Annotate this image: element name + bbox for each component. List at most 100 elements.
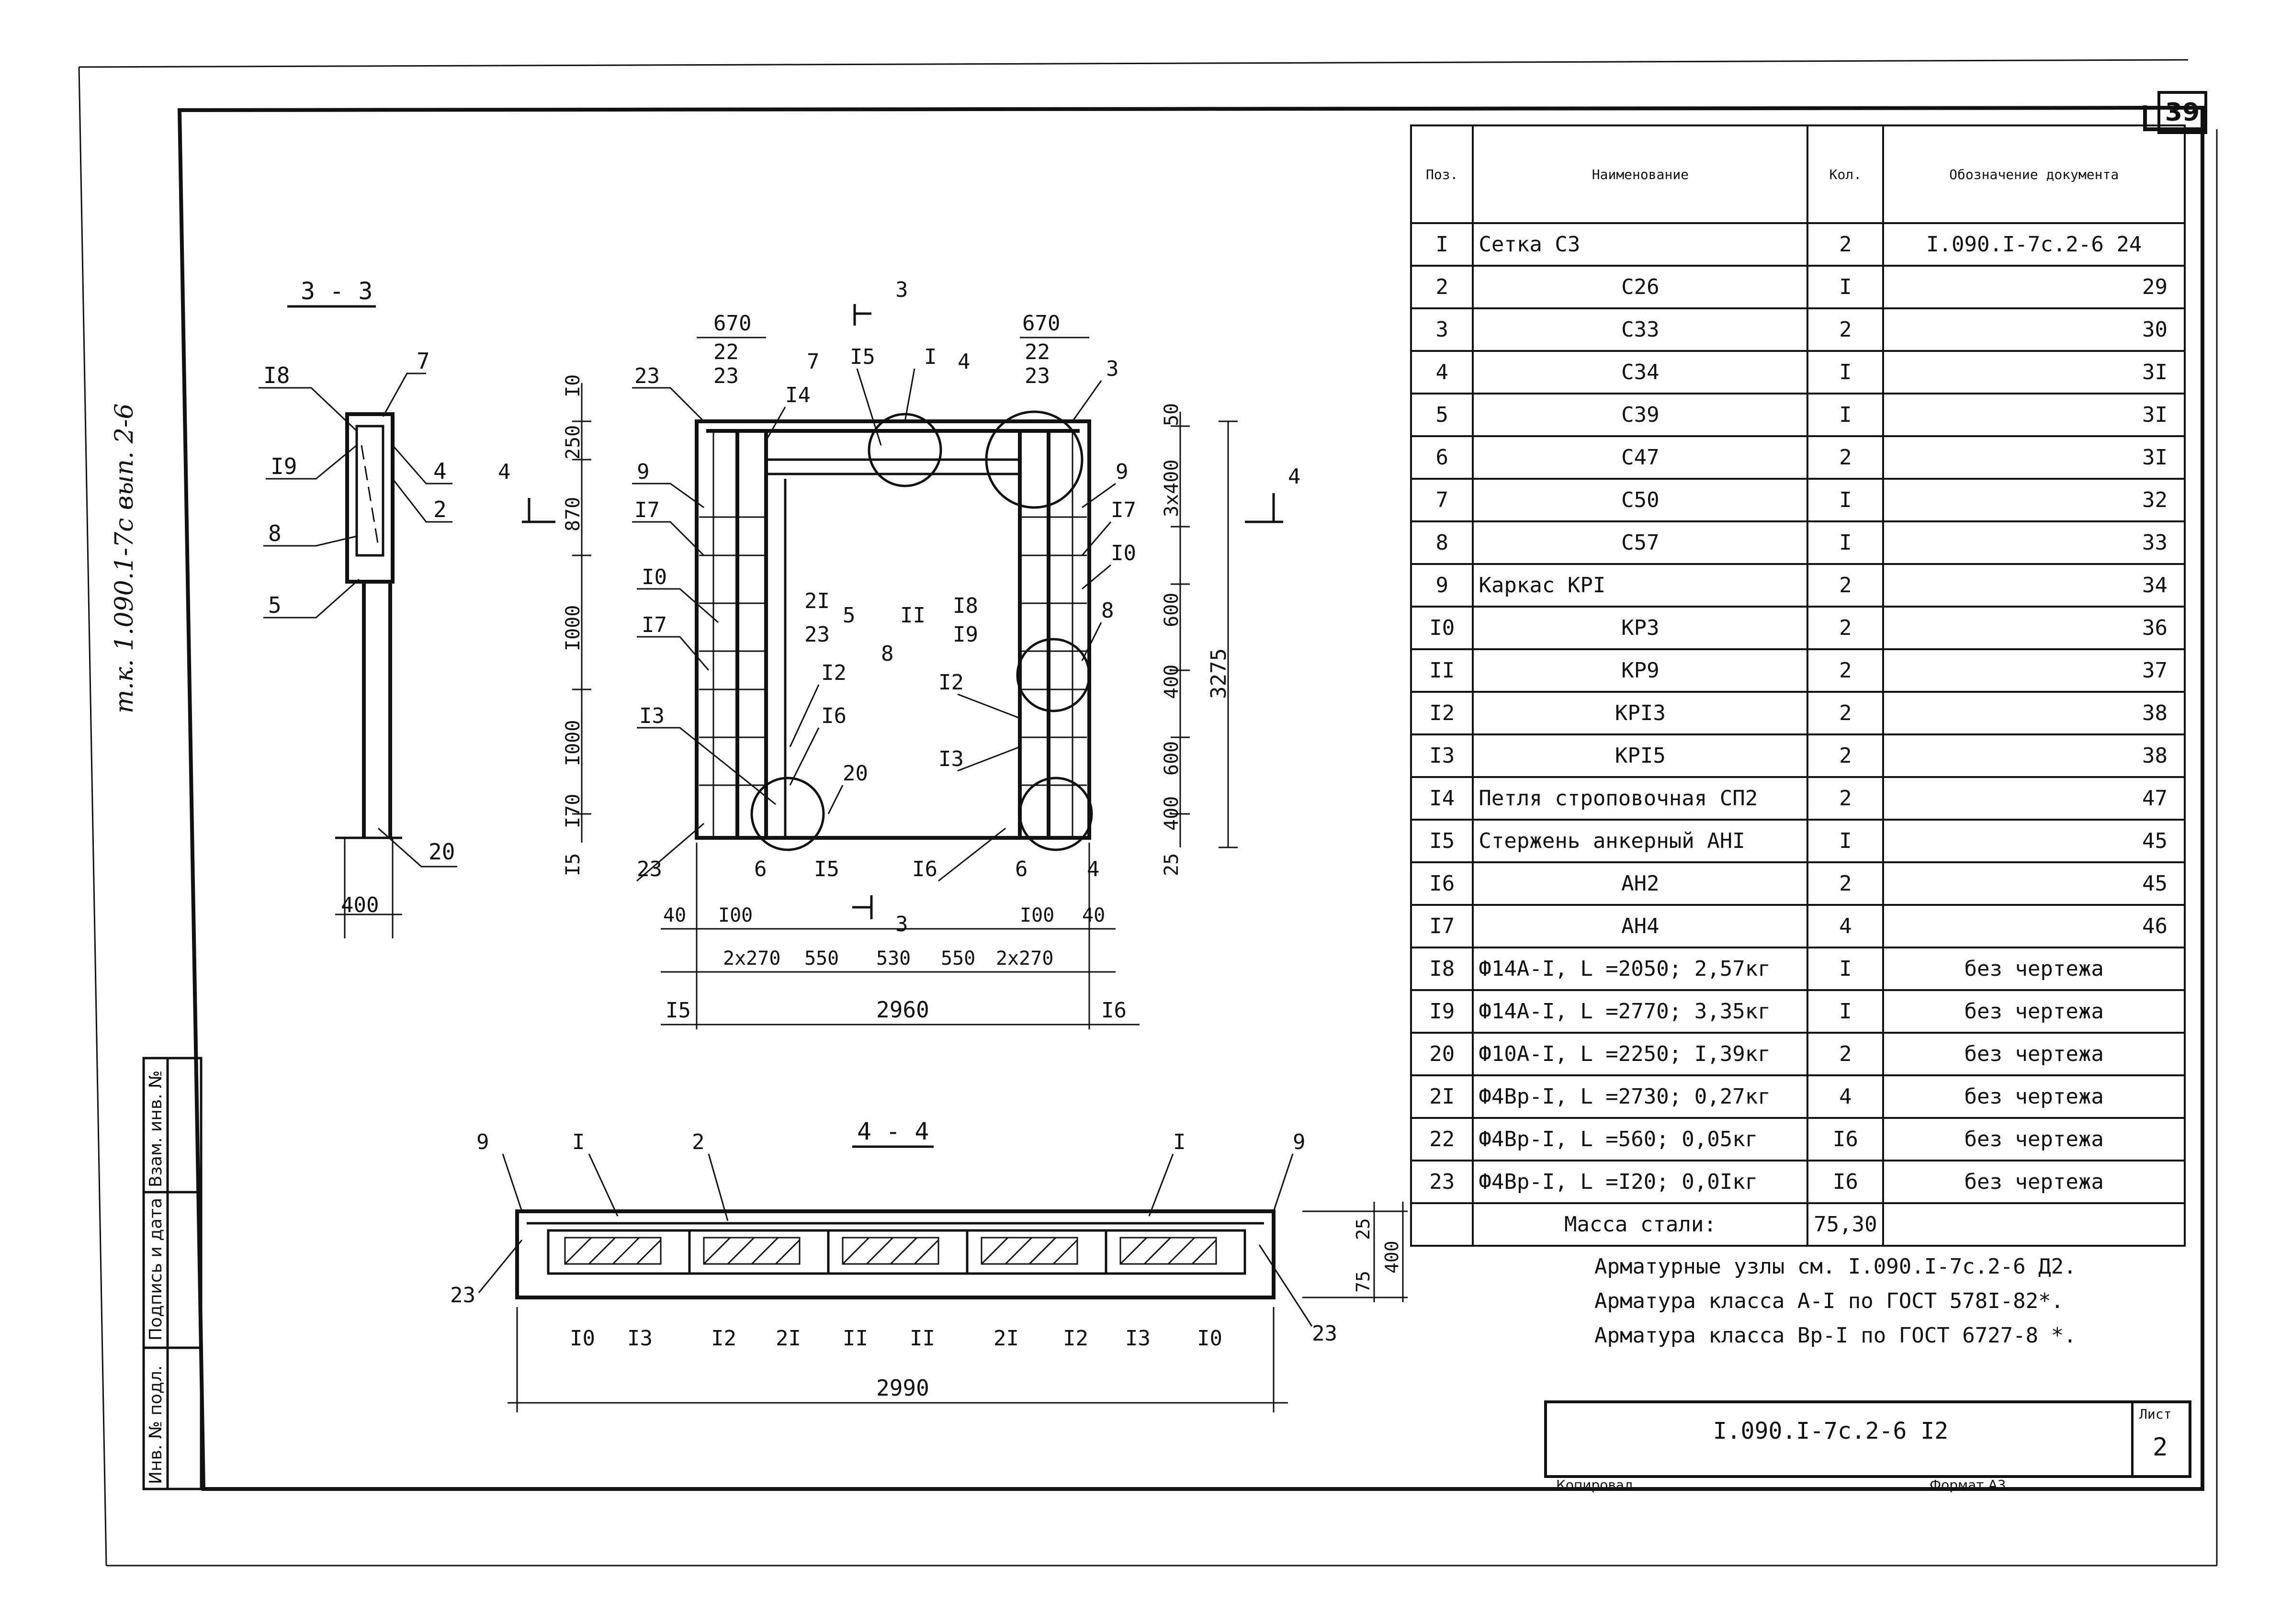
sheet-label: Лист: [2139, 1406, 2172, 1422]
svg-text:I2: I2: [938, 670, 964, 695]
spec-qty: I: [1807, 478, 1885, 522]
spec-qty: 2: [1807, 222, 1885, 267]
svg-text:I7: I7: [642, 613, 667, 637]
svg-text:6: 6: [754, 857, 767, 881]
hatch-blocks: [564, 1237, 1217, 1265]
svg-text:II: II: [900, 603, 926, 628]
spec-qty: 2: [1807, 1032, 1885, 1076]
spec-pos: 6: [1410, 435, 1474, 480]
svg-text:I3: I3: [1125, 1326, 1151, 1351]
section-4-4: 4 - 4 2990 25 400 75 9 I 2 I 9 23 23 I0: [450, 1117, 1408, 1412]
spec-name: Ф10А-I, L =2250; I,39кг: [1472, 1032, 1809, 1076]
spec-doc: 38: [1882, 733, 2186, 778]
svg-text:I3: I3: [627, 1326, 653, 1351]
spec-header-pos: Поз.: [1410, 124, 1474, 224]
spec-name: С50: [1472, 478, 1809, 522]
cut-4-left: 4: [498, 460, 511, 484]
spec-doc: I.090.I-7с.2-6 24: [1882, 222, 2186, 267]
svg-text:23: 23: [450, 1283, 475, 1308]
sheet-cell: Лист 2: [2131, 1403, 2189, 1475]
spec-pos: I6: [1410, 861, 1474, 906]
dim-edge-16: I6: [1101, 998, 1127, 1023]
svg-text:7: 7: [807, 350, 820, 374]
sec44-callouts: 9 I 2 I 9 23 23 I0 I3 I2 2I II II 2I I2 …: [450, 1130, 1337, 1351]
spec-qty: I: [1807, 947, 1885, 991]
dim-total-w: 2960: [876, 997, 929, 1023]
dim-left-10: I0: [562, 374, 584, 397]
spec-doc: 34: [1882, 563, 2186, 608]
svg-text:9: 9: [476, 1130, 489, 1154]
spec-name: С47: [1472, 435, 1809, 480]
svg-text:I5: I5: [850, 345, 875, 369]
spec-doc: без чертежа: [1882, 989, 2186, 1034]
spec-header-row: Поз. Наименование Кол. Обозначение докум…: [1410, 124, 2186, 224]
note-2: Арматура класса А-I по ГОСТ 578I-82*.: [1594, 1289, 2064, 1313]
dim-right-600b: 600: [1161, 741, 1183, 776]
spec-qty: 2: [1807, 733, 1885, 778]
spec-doc: без чертежа: [1882, 1074, 2186, 1119]
svg-text:I2: I2: [711, 1326, 736, 1351]
svg-text:I0: I0: [570, 1326, 595, 1351]
spec-name: Ф4Вр-I, L =560; 0,05кг: [1472, 1117, 1809, 1162]
spec-pos: 3: [1410, 307, 1474, 352]
spec-doc: 29: [1882, 265, 2186, 309]
stamp-replace-inv: Взам. инв. №: [146, 1070, 166, 1187]
svg-text:9: 9: [637, 460, 650, 484]
spec-doc: 3I: [1882, 350, 2186, 395]
notes-block: Арматурные узлы см. I.090.I-7с.2-6 Д2. А…: [1594, 1250, 2077, 1353]
spec-name: С57: [1472, 520, 1809, 565]
sec44-dim-400: 400: [1381, 1241, 1402, 1274]
spec-doc: 45: [1882, 819, 2186, 863]
svg-text:22: 22: [713, 340, 739, 364]
spec-header-name: Наименование: [1472, 124, 1809, 224]
spec-pos: I4: [1410, 776, 1474, 821]
svg-text:II: II: [910, 1326, 935, 1351]
svg-text:I: I: [924, 345, 937, 369]
spec-pos: 7: [1410, 478, 1474, 522]
spec-doc: 45: [1882, 861, 2186, 906]
callout-7: 7: [417, 348, 430, 374]
side-document-note: т.к. 1.090.1-7с вып. 2-6: [110, 403, 139, 713]
spec-doc: 37: [1882, 648, 2186, 693]
cut-3-top: 3: [895, 278, 908, 302]
stamp-inv-no: Инв. № подл.: [146, 1365, 166, 1484]
callout-5: 5: [268, 592, 282, 618]
svg-text:8: 8: [1101, 598, 1114, 623]
spec-mass-row: Масса стали: 75,30: [1410, 1202, 2186, 1247]
svg-text:I: I: [1173, 1130, 1186, 1154]
mass-label: Масса стали:: [1472, 1202, 1809, 1247]
svg-text:2I: 2I: [994, 1326, 1019, 1351]
cut-4-right: 4: [1288, 464, 1301, 489]
svg-text:6: 6: [1015, 857, 1028, 881]
spec-qty: I6: [1807, 1117, 1885, 1162]
spec-name: Ф4Вр-I, L =I20; 0,0Iкг: [1472, 1160, 1809, 1204]
svg-text:4: 4: [958, 350, 971, 374]
dim-right-50: 50: [1161, 403, 1183, 426]
svg-text:23: 23: [804, 622, 830, 647]
spec-doc: 30: [1882, 307, 2186, 352]
sec44-dim-25: 25: [1353, 1218, 1374, 1240]
sec44-total-w: 2990: [876, 1375, 929, 1401]
spec-pos: I2: [1410, 691, 1474, 735]
dim-b-2x270l: 2x270: [723, 947, 780, 970]
svg-text:23: 23: [1025, 364, 1050, 388]
spec-name: С34: [1472, 350, 1809, 395]
spec-qty: 2: [1807, 563, 1885, 608]
sec44-dim-75: 75: [1353, 1271, 1374, 1293]
svg-text:I9: I9: [953, 622, 978, 647]
svg-text:22: 22: [1025, 340, 1050, 364]
stamp-signature-date: Подпись и дата: [146, 1197, 166, 1341]
